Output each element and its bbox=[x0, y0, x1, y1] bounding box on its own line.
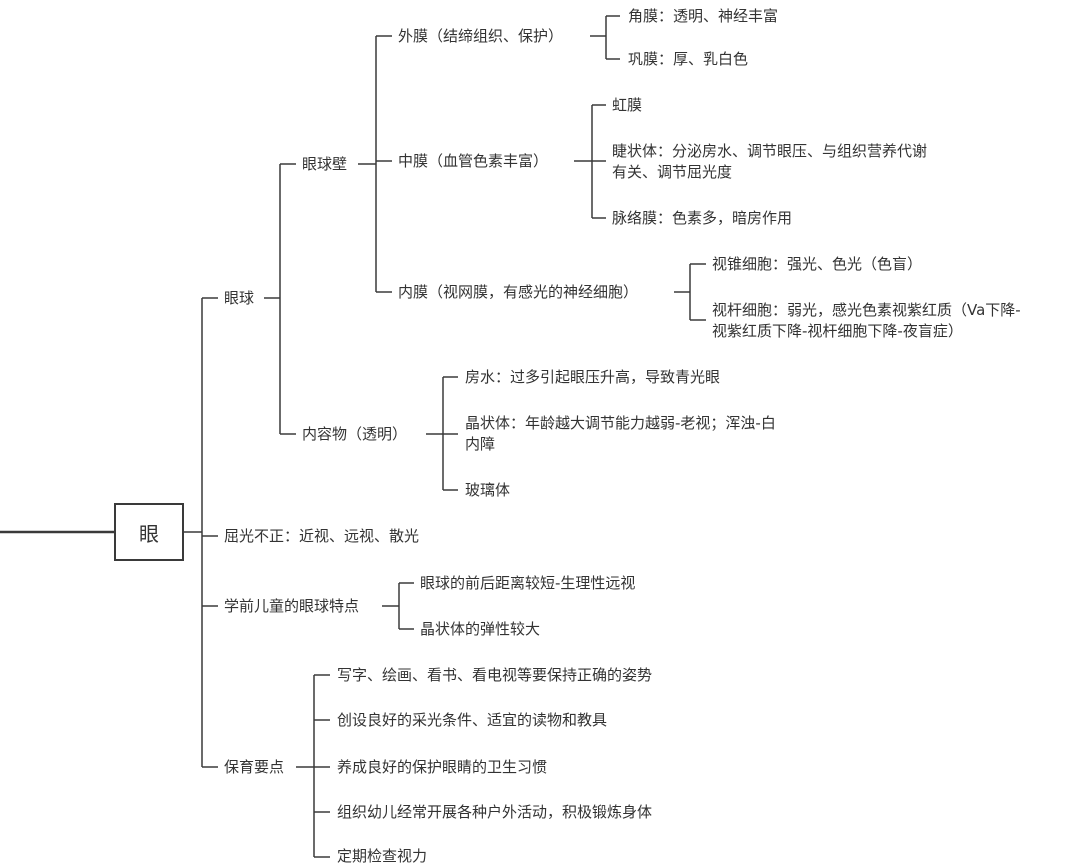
node-choroid[interactable]: 脉络膜：色素多，暗房作用 bbox=[612, 209, 793, 227]
node-care-3[interactable]: 养成良好的保护眼睛的卫生习惯 bbox=[337, 758, 548, 776]
node-care-5[interactable]: 定期检查视力 bbox=[337, 847, 428, 865]
node-outer[interactable]: 外膜（结缔组织、保护） bbox=[398, 27, 564, 45]
node-care[interactable]: 保育要点 bbox=[224, 758, 285, 776]
node-ciliary-line-2: 有关、调节屈光度 bbox=[612, 163, 733, 181]
root-label: 眼 bbox=[139, 521, 159, 546]
node-cornea[interactable]: 角膜：透明、神经丰富 bbox=[628, 7, 779, 25]
node-ciliary[interactable]: 睫状体：分泌房水、调节眼压、与组织营养代谢 有关、调节屈光度 bbox=[612, 141, 927, 183]
node-rod-line-2: 视紫红质下降-视杆细胞下降-夜盲症） bbox=[712, 322, 963, 340]
node-rod[interactable]: 视杆细胞：弱光，感光色素视紫红质（Va下降- 视紫红质下降-视杆细胞下降-夜盲症… bbox=[712, 300, 1021, 342]
node-aqueous[interactable]: 房水：过多引起眼压升高，导致青光眼 bbox=[465, 368, 721, 386]
node-care-1[interactable]: 写字、绘画、看书、看电视等要保持正确的姿势 bbox=[337, 666, 653, 684]
node-contents[interactable]: 内容物（透明） bbox=[302, 425, 408, 443]
node-eyeball[interactable]: 眼球 bbox=[224, 289, 255, 307]
node-lens-line-1: 晶状体：年龄越大调节能力越弱-老视；浑浊-白 bbox=[465, 414, 776, 432]
node-preschool[interactable]: 学前儿童的眼球特点 bbox=[224, 597, 360, 615]
node-pre-2[interactable]: 晶状体的弹性较大 bbox=[420, 620, 541, 638]
node-cone[interactable]: 视锥细胞：强光、色光（色盲） bbox=[712, 255, 923, 273]
root-node[interactable]: 眼 bbox=[114, 503, 184, 561]
node-ciliary-line-1: 睫状体：分泌房水、调节眼压、与组织营养代谢 bbox=[612, 142, 928, 160]
node-rod-line-1: 视杆细胞：弱光，感光色素视紫红质（Va下降- bbox=[712, 301, 1021, 319]
node-refraction[interactable]: 屈光不正：近视、远视、散光 bbox=[224, 527, 420, 545]
node-sclera[interactable]: 巩膜：厚、乳白色 bbox=[628, 50, 749, 68]
node-wall[interactable]: 眼球壁 bbox=[302, 155, 348, 173]
node-inner[interactable]: 内膜（视网膜，有感光的神经细胞） bbox=[398, 283, 639, 301]
node-iris[interactable]: 虹膜 bbox=[612, 96, 643, 114]
node-lens[interactable]: 晶状体：年龄越大调节能力越弱-老视；浑浊-白 内障 bbox=[465, 413, 776, 455]
node-care-4[interactable]: 组织幼儿经常开展各种户外活动，积极锻炼身体 bbox=[337, 803, 653, 821]
node-lens-line-2: 内障 bbox=[465, 435, 496, 453]
node-vitreous[interactable]: 玻璃体 bbox=[465, 481, 511, 499]
node-middle[interactable]: 中膜（血管色素丰富） bbox=[398, 152, 549, 170]
node-care-2[interactable]: 创设良好的采光条件、适宜的读物和教具 bbox=[337, 711, 608, 729]
node-pre-1[interactable]: 眼球的前后距离较短-生理性远视 bbox=[420, 574, 636, 592]
